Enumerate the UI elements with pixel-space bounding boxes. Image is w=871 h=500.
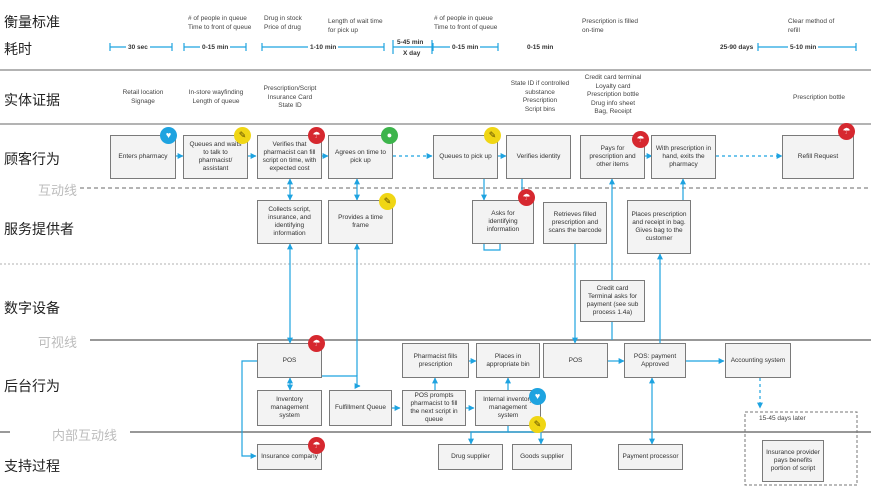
metric-note: # of people in queue Time to front of qu…: [434, 15, 498, 31]
lane-label-evidence: 实体证据: [4, 93, 60, 109]
metric-note: # of people in queue Time to front of qu…: [188, 15, 252, 31]
timeline-label: X day: [403, 50, 421, 57]
backstage-payment-approved: POS: payment Approved: [624, 343, 686, 378]
thumbs-up-icon: ●: [381, 127, 398, 144]
evidence-note: Retail location Signage: [122, 89, 164, 105]
backstage-pharmacist-fills: Pharmacist fills prescription: [402, 343, 469, 378]
backstage-accounting-system: Accounting system: [725, 343, 791, 378]
umbrella-icon: ☂: [838, 123, 855, 140]
backstage-inventory-system: Inventory management system: [257, 390, 322, 426]
lane-label-time: 耗时: [4, 42, 32, 58]
metric-note: Prescription is filled on-time: [582, 18, 638, 34]
customer-agrees-pickup-time: Agrees on time to pick up: [328, 135, 393, 179]
backstage-places-in-bin: Places in appropriate bin: [476, 343, 540, 378]
heart-icon: ♥: [160, 127, 177, 144]
metric-note: Length of wait time for pick up: [328, 18, 383, 34]
timeline-label: 1-10 min: [308, 44, 339, 51]
umbrella-icon: ☂: [308, 127, 325, 144]
lightbulb-icon: ✎: [529, 416, 546, 433]
timeline-label: 25-90 days: [720, 44, 754, 51]
backstage-pos-prompts: POS prompts pharmacist to fill the next …: [402, 390, 466, 426]
backstage-pos-2: POS: [543, 343, 608, 378]
visibility-line-label: 可视线: [38, 336, 78, 351]
evidence-note: Prescription bottle: [792, 94, 846, 101]
evidence-note: Prescription/Script Insurance Card State…: [263, 85, 317, 109]
umbrella-icon: ☂: [632, 131, 649, 148]
timeline-label: 30 sec: [126, 44, 150, 51]
lane-label-metrics: 衡量标准: [4, 15, 60, 31]
provider-asks-identifying-info: Asks for identifying information: [472, 200, 534, 244]
customer-verifies-identity: Verifies identity: [506, 135, 571, 179]
lightbulb-icon: ✎: [234, 127, 251, 144]
lane-label-backstage: 后台行为: [4, 379, 60, 395]
support-goods-supplier: Goods supplier: [512, 444, 572, 470]
timeline-label: 0-15 min: [450, 44, 481, 51]
metric-note: Drug in stock Price of drug: [264, 15, 302, 31]
metric-note: Clear method of refill: [788, 18, 835, 34]
lightbulb-icon: ✎: [379, 193, 396, 210]
lane-label-customer: 顾客行为: [4, 152, 60, 168]
umbrella-icon: ☂: [518, 189, 535, 206]
timeline-label: 0-15 min: [527, 44, 554, 51]
heart-icon: ♥: [529, 388, 546, 405]
digital-credit-card-terminal: Credit card Terminal asks for payment (s…: [580, 280, 645, 322]
timeline-label: 0-15 min: [200, 44, 231, 51]
customer-pays: Pays for prescription and other items: [580, 135, 645, 179]
evidence-note: In-store wayfinding Length of queue: [188, 89, 244, 105]
evidence-note: State ID if controlled substance Prescri…: [510, 80, 570, 113]
umbrella-icon: ☂: [308, 335, 325, 352]
customer-exits-pharmacy: With prescription in hand, exits the pha…: [651, 135, 716, 179]
lane-label-provider: 服务提供者: [4, 222, 74, 238]
lane-label-digital: 数字设备: [4, 301, 60, 317]
support-drug-supplier: Drug supplier: [438, 444, 503, 470]
timeline-label: 5-10 min: [788, 44, 819, 51]
provider-retrieves-prescription: Retrieves filled prescription and scans …: [543, 202, 607, 244]
lane-label-support: 支持过程: [4, 459, 60, 475]
umbrella-icon: ☂: [308, 437, 325, 454]
customer-refill-request: Refill Request: [782, 135, 854, 179]
evidence-note: Credit card terminal Loyalty card Prescr…: [584, 74, 642, 115]
interaction-line-label: 互动线: [38, 184, 78, 199]
backstage-fulfillment-queue: Fulfillment Queue: [329, 390, 392, 426]
support-insurance-pays: Insurance provider pays benefits portion…: [762, 440, 824, 482]
provider-collects-script: Collects script, insurance, and identify…: [257, 200, 322, 244]
support-payment-processor: Payment processor: [618, 444, 683, 470]
support-insurance-company: Insurance company: [257, 444, 322, 470]
support-delay-note: 15-45 days later: [759, 415, 806, 422]
lightbulb-icon: ✎: [484, 127, 501, 144]
provider-places-in-bag: Places prescription and receipt in bag. …: [627, 200, 691, 254]
timeline-label: 5-45 min: [397, 39, 424, 46]
internal-interaction-line-label: 内部互动线: [52, 429, 118, 444]
